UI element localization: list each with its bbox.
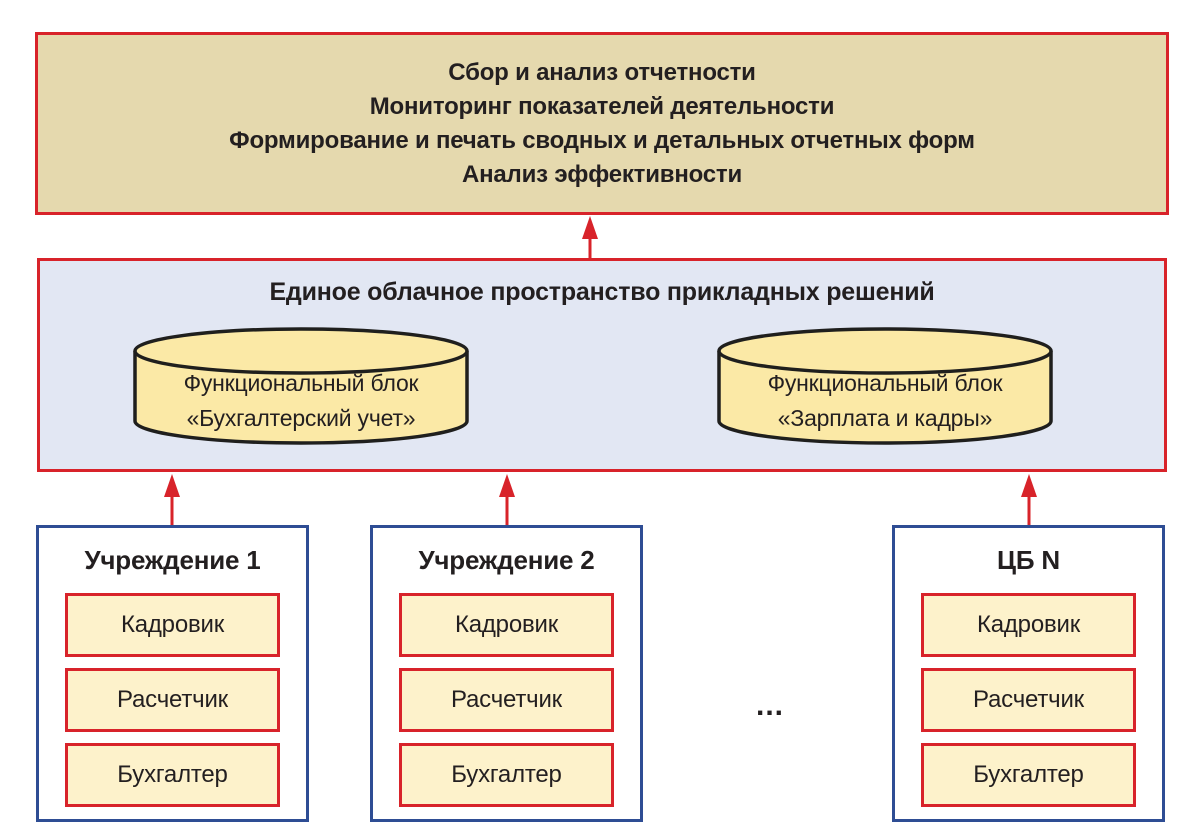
org-title: ЦБ N [997, 545, 1060, 575]
arrow-up-org2-to-cloud [499, 474, 515, 525]
reporting-analysis-block: Сбор и анализ отчетности Мониторинг пока… [35, 32, 1169, 215]
reporting-line: Сбор и анализ отчетности [448, 58, 756, 86]
org-box-institution-2: Учреждение 2 Кадровик Расчетчик Бухгалте… [370, 525, 643, 822]
role-box-hr: Кадровик [65, 593, 280, 657]
database-label: Функциональный блок «Зарплата и кадры» [717, 366, 1053, 436]
reporting-line: Мониторинг показателей деятельности [369, 92, 835, 120]
reporting-line: Формирование и печать сводных и детальны… [229, 126, 975, 154]
role-box-hr: Кадровик [921, 593, 1136, 657]
database-cylinder-icon [717, 327, 1053, 445]
org-box-cb-n: ЦБ N Кадровик Расчетчик Бухгалтер [892, 525, 1165, 822]
role-box-payroll-clerk: Расчетчик [399, 668, 614, 732]
role-box-hr: Кадровик [399, 593, 614, 657]
database-label-line2: «Зарплата и кадры» [777, 405, 993, 431]
role-box-accountant: Бухгалтер [399, 743, 614, 807]
role-box-accountant: Бухгалтер [921, 743, 1136, 807]
org-box-institution-1: Учреждение 1 Кадровик Расчетчик Бухгалте… [36, 525, 309, 822]
more-organizations-ellipsis: ... [755, 689, 784, 722]
role-box-payroll-clerk: Расчетчик [65, 668, 280, 732]
database-cylinder-payroll: Функциональный блок «Зарплата и кадры» [717, 326, 1053, 448]
database-cylinder-accounting: Функциональный блок «Бухгалтерский учет» [133, 326, 469, 448]
role-box-payroll-clerk: Расчетчик [921, 668, 1136, 732]
database-label-line2: «Бухгалтерский учет» [186, 405, 416, 431]
arrow-up-cloud-to-reporting [582, 216, 598, 258]
database-label-line1: Функциональный блок [183, 370, 419, 396]
arrow-up-orgN-to-cloud [1021, 474, 1037, 525]
cloud-space-block: Единое облачное пространство прикладных … [37, 258, 1167, 472]
reporting-line: Анализ эффективности [461, 160, 743, 188]
database-cylinder-icon [133, 327, 469, 445]
org-title: Учреждение 1 [84, 545, 261, 575]
arrow-up-org1-to-cloud [164, 474, 180, 525]
org-title: Учреждение 2 [418, 545, 595, 575]
database-label-line1: Функциональный блок [767, 370, 1003, 396]
database-label: Функциональный блок «Бухгалтерский учет» [133, 366, 469, 436]
role-box-accountant: Бухгалтер [65, 743, 280, 807]
cloud-space-title: Единое облачное пространство прикладных … [269, 278, 935, 306]
